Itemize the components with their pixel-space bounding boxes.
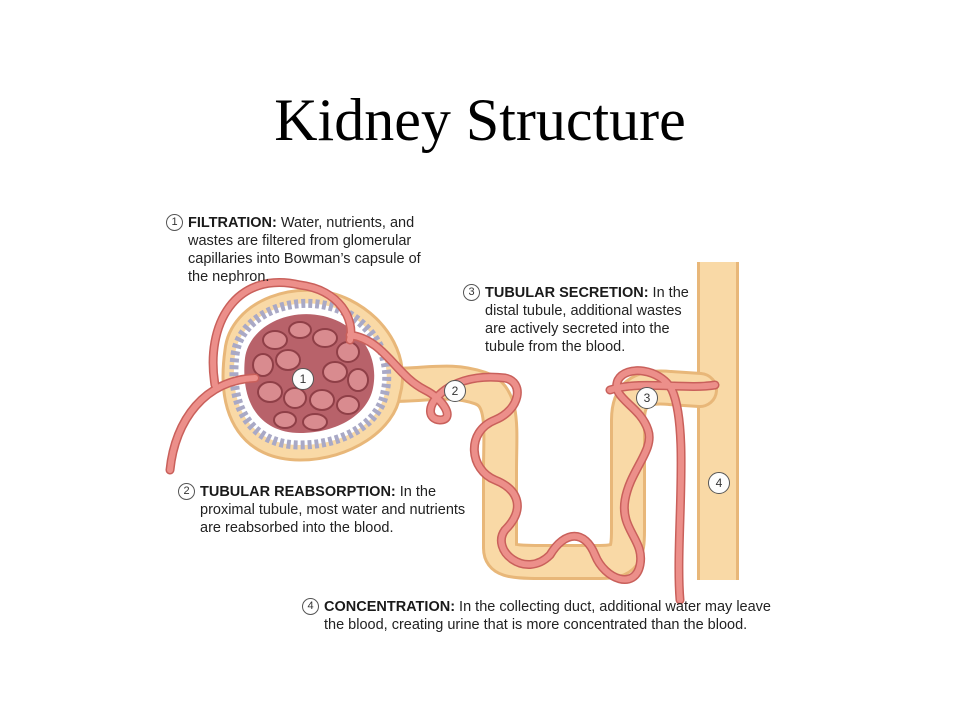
step-text: In the (395, 484, 437, 500)
step-line: proximal tubule, most water and nutrient… (200, 502, 466, 518)
step-line: capillaries into Bowman’s capsule of (188, 251, 421, 267)
step-line: tubule from the blood. (485, 339, 626, 355)
step-heading: FILTRATION: (188, 215, 277, 231)
step-concentration: 4 CONCENTRATION: In the collecting duct,… (302, 598, 771, 634)
step-tubular-secretion: 3 TUBULAR SECRETION: In the distal tubul… (463, 284, 689, 356)
step-line: the nephron. (188, 269, 270, 285)
marker-4: 4 (708, 472, 730, 494)
marker-2: 2 (444, 380, 466, 402)
step-tubular-reabsorption: 2 TUBULAR REABSORPTION: In the proximal … (178, 483, 466, 537)
marker-3: 3 (636, 387, 658, 409)
step-line: are reabsorbed into the blood. (200, 520, 394, 536)
step-line: distal tubule, additional wastes (485, 303, 682, 319)
step-filtration: 1 FILTRATION: Water, nutrients, and wast… (166, 214, 421, 286)
marker-1: 1 (292, 368, 314, 390)
step-text: Water, nutrients, and (276, 215, 415, 231)
step-heading: TUBULAR REABSORPTION: (200, 484, 396, 500)
step-number: 2 (178, 483, 195, 500)
step-line: the blood, creating urine that is more c… (324, 617, 748, 633)
blood-vessel (165, 278, 720, 605)
step-number: 1 (166, 214, 183, 231)
slide-title: Kidney Structure (274, 87, 686, 153)
step-number: 4 (302, 598, 319, 615)
step-text: In the collecting duct, additional water… (455, 599, 771, 615)
step-heading: CONCENTRATION: (324, 599, 456, 615)
step-number: 3 (463, 284, 480, 301)
step-text: In the (648, 285, 689, 301)
step-heading: TUBULAR SECRETION: (485, 285, 649, 301)
glomerulus (252, 321, 369, 431)
step-line: wastes are filtered from glomerular (188, 233, 412, 249)
step-line: are actively secreted into the (485, 321, 670, 337)
